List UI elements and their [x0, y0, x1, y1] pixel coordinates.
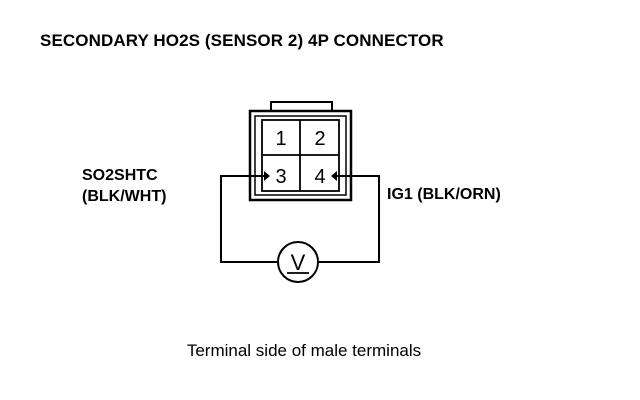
pin-1-label: 1 [275, 128, 286, 150]
right-terminal-label: IG1 (BLK/ORN) [387, 186, 501, 203]
test-lead-left [220, 175, 277, 263]
pin-2-label: 2 [314, 128, 325, 150]
connector-housing [248, 101, 353, 202]
left-terminal-name: SO2SHTC [82, 167, 158, 184]
pin-4-label: 4 [314, 166, 325, 188]
test-lead-right [318, 175, 380, 263]
test-leads [220, 175, 380, 263]
connector-outer-shell [248, 109, 353, 202]
connector-inner-shell [254, 115, 347, 196]
voltmeter-symbol: V [291, 250, 306, 275]
voltmeter-icon: V [277, 241, 319, 283]
left-terminal-label: SO2SHTC (BLK/WHT) [82, 165, 166, 207]
pin-3-label: 3 [275, 166, 286, 188]
left-terminal-wire: (BLK/WHT) [82, 188, 167, 205]
probe-tip-pin-3 [264, 171, 270, 181]
diagram-caption: Terminal side of male terminals [186, 341, 422, 360]
probe-tip-pin-4 [331, 171, 337, 181]
diagram-title: SECONDARY HO2S (SENSOR 2) 4P CONNECTOR [40, 31, 444, 50]
connector-lock-tab [270, 101, 333, 111]
